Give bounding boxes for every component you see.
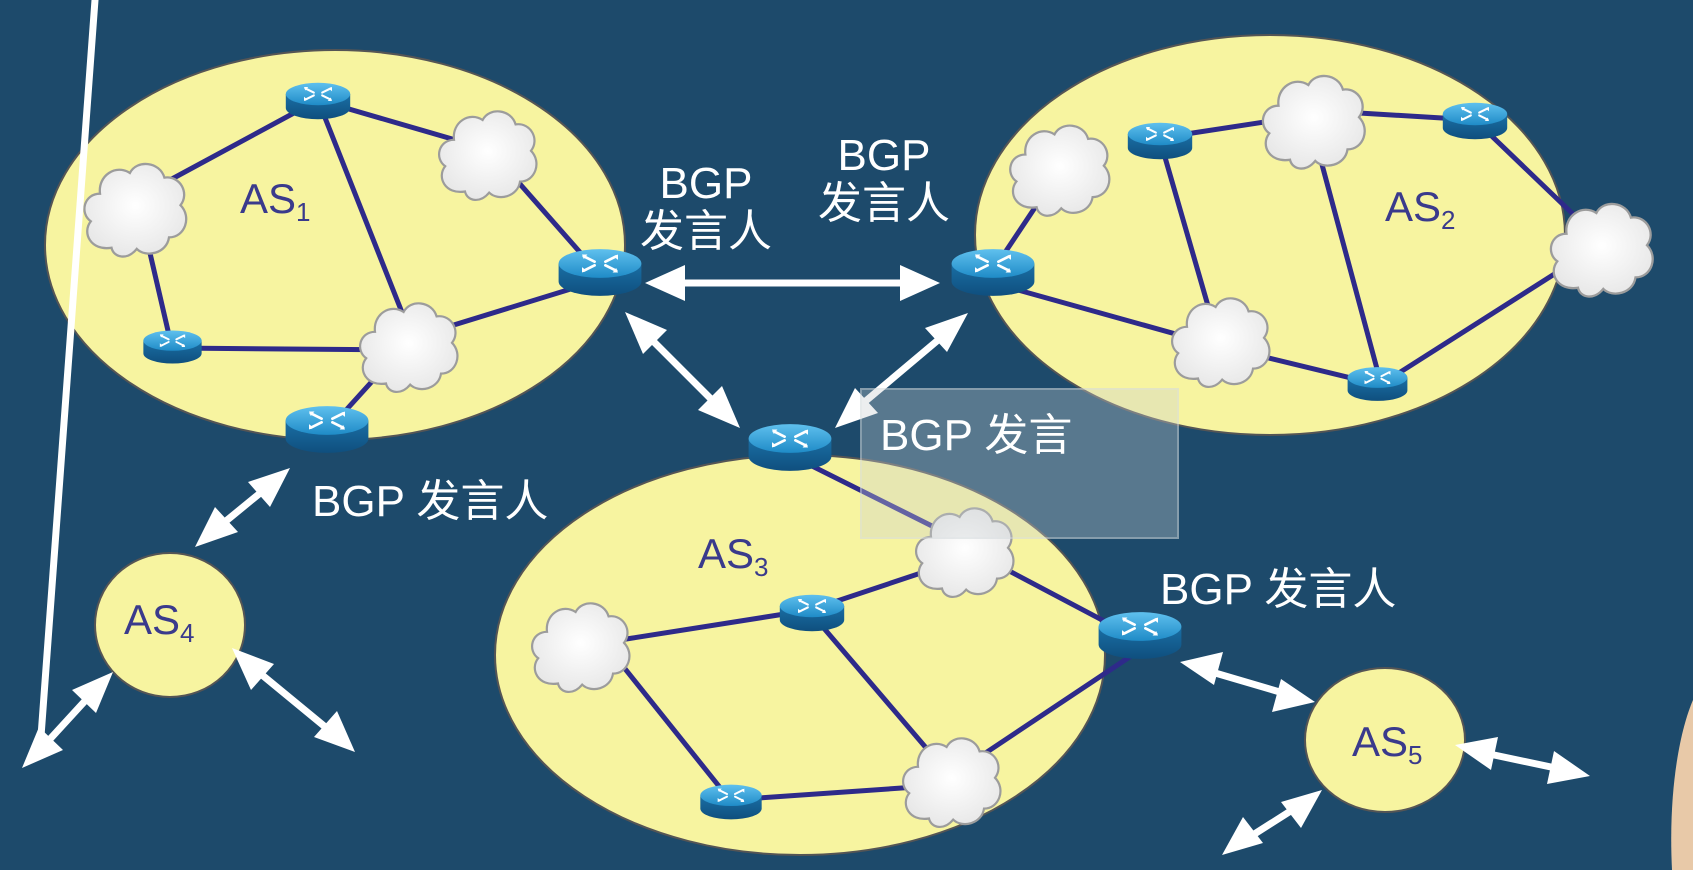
router-icon <box>950 247 1036 298</box>
as3-speaker-label: BGP 发言 <box>880 411 1073 460</box>
as5-name: AS <box>1352 718 1409 765</box>
router-icon <box>1346 366 1409 402</box>
as3-label: AS3 <box>698 530 769 583</box>
as3-sub: 3 <box>754 552 769 582</box>
as2-speaker-line1: BGP <box>837 131 931 180</box>
as5-sub: 5 <box>1408 740 1423 770</box>
as1-speaker-label: BGP 发言人 <box>640 160 772 256</box>
router-icon <box>778 593 846 633</box>
as5-region <box>1304 667 1466 813</box>
as1-name: AS <box>240 175 297 222</box>
bgp-arrows <box>22 0 1590 855</box>
as3-right-speaker-label: BGP 发言人 <box>1160 565 1397 614</box>
router-icon <box>284 81 352 121</box>
speaker-label-box: BGP 发言 <box>860 388 1179 539</box>
as2-speaker-label: BGP 发言人 <box>818 132 950 228</box>
as2-label: AS2 <box>1385 183 1456 236</box>
router-icon <box>142 329 203 365</box>
as4-sub: 4 <box>180 618 195 648</box>
as1-bottom-speaker-label: BGP 发言人 <box>312 477 549 526</box>
as5-label: AS5 <box>1352 718 1423 771</box>
router-icon <box>284 404 370 455</box>
router-icon <box>747 422 833 473</box>
as1-speaker-line2: 发言人 <box>640 207 772 256</box>
as1-label: AS1 <box>240 175 311 228</box>
as4-label: AS4 <box>124 596 195 649</box>
as4-name: AS <box>124 596 181 643</box>
router-icon <box>1097 610 1183 661</box>
as4-region <box>94 552 246 698</box>
as3-name: AS <box>698 530 755 577</box>
as1-sub: 1 <box>296 197 311 227</box>
presenter-silhouette <box>1671 700 1693 870</box>
router-icon <box>1126 121 1194 161</box>
as1-speaker-line1: BGP <box>659 159 753 208</box>
as2-speaker-line2: 发言人 <box>818 179 950 228</box>
as2-name: AS <box>1385 183 1442 230</box>
router-icon <box>1441 101 1509 141</box>
cloud-icon <box>1549 202 1654 298</box>
router-icon <box>557 247 643 298</box>
as2-region <box>974 34 1566 436</box>
as2-sub: 2 <box>1441 205 1456 235</box>
router-icon <box>699 783 763 821</box>
